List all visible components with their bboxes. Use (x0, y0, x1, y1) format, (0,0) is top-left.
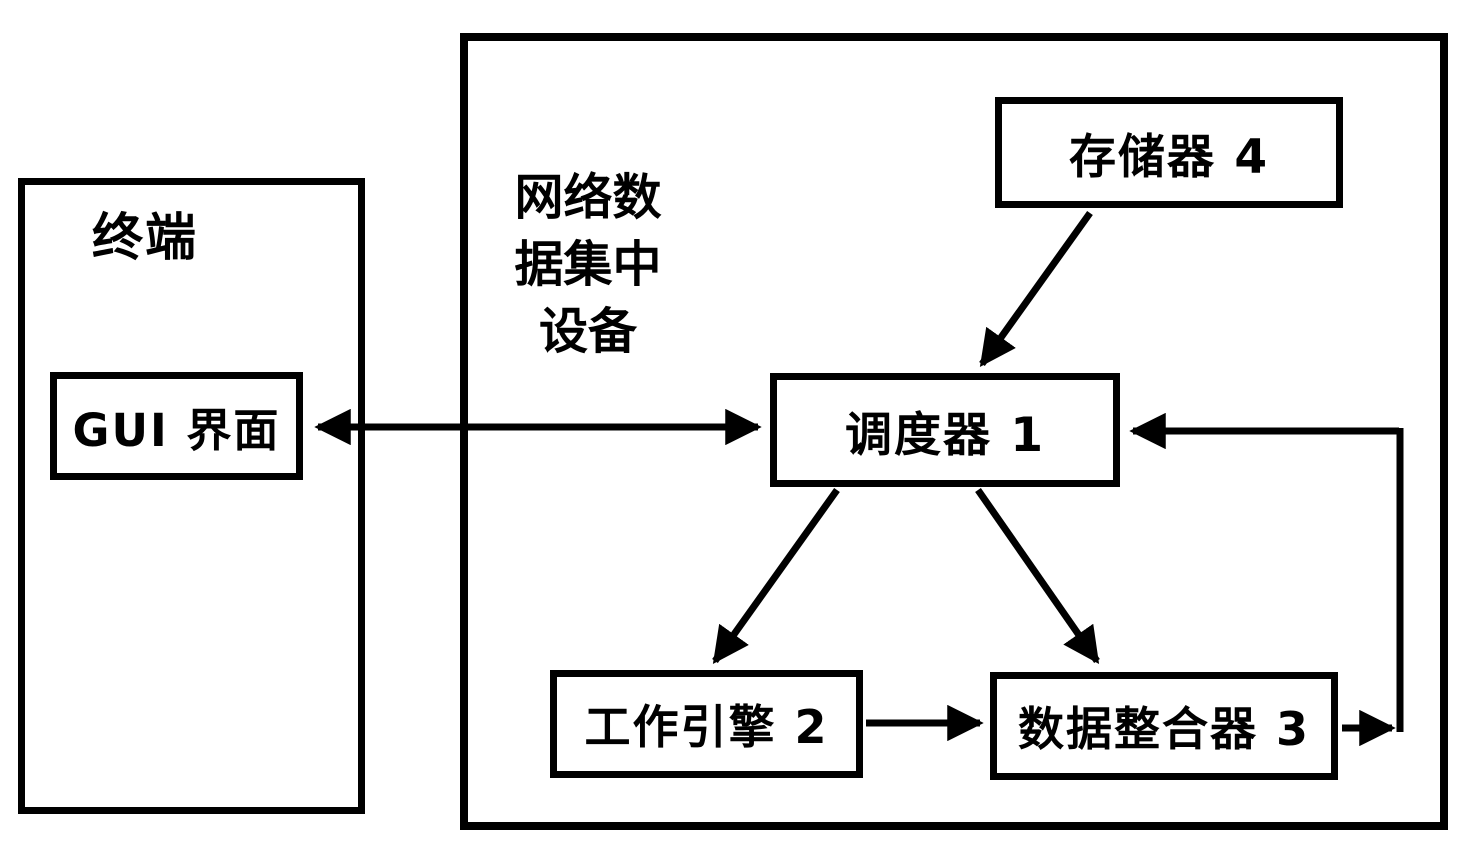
memory-label: 存储器 4 (1068, 130, 1270, 185)
terminal-label: 终端 (92, 209, 199, 268)
scheduler-box: 调度器 1 (770, 373, 1120, 487)
device-label-line-3: 设备 (538, 303, 637, 360)
terminal-box (18, 178, 365, 814)
gui-interface-label: GUI 界面 (72, 403, 281, 457)
memory-box: 存储器 4 (995, 97, 1343, 208)
device-label: 网络数 据集中 设备 (496, 164, 680, 365)
gui-interface-box: GUI 界面 (50, 372, 303, 480)
data-integrator-box: 数据整合器 3 (990, 672, 1338, 780)
scheduler-label: 调度器 1 (844, 407, 1046, 463)
device-label-line-2: 据集中 (514, 236, 662, 293)
data-integrator-label: 数据整合器 3 (1017, 702, 1311, 756)
work-engine-box: 工作引擎 2 (550, 670, 863, 778)
work-engine-label: 工作引擎 2 (584, 700, 829, 754)
device-label-line-1: 网络数 (514, 169, 662, 226)
